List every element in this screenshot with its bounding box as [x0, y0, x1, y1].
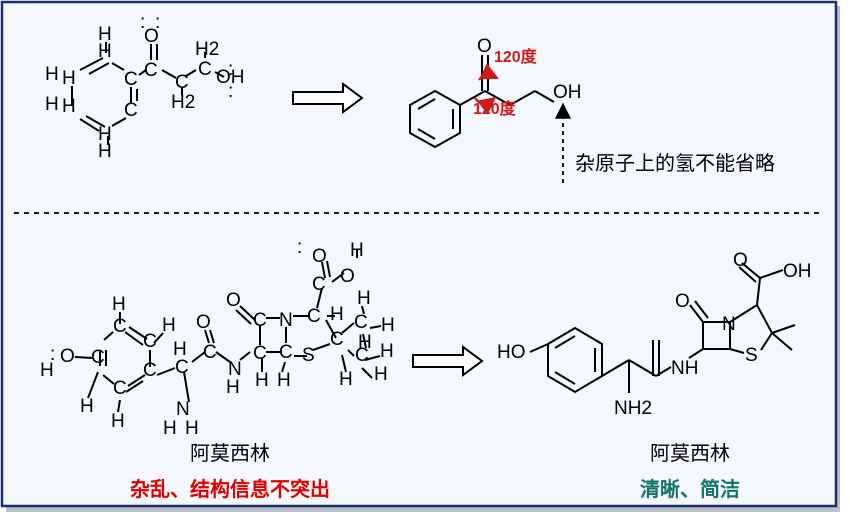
atom-label: OH [216, 67, 245, 88]
atom-label: C [144, 60, 158, 81]
atom-label: H [357, 288, 371, 309]
atom-label: H [173, 339, 187, 360]
atom-label: O [340, 266, 355, 287]
atom-label: H [163, 418, 177, 439]
atom-label: C [143, 331, 157, 352]
atom-label: C [253, 310, 267, 331]
lewis-atoms-top: H H H H H H H H C C C O : : C H2 C H2 OH… [45, 12, 245, 162]
lone-pair: : [297, 237, 302, 258]
atom-label: N [722, 314, 736, 335]
skeletal-structure-bottom [529, 262, 796, 394]
atom-label: S [302, 345, 315, 366]
angle-markers: 120度 120度 [473, 47, 538, 118]
atom-label: NH [671, 358, 698, 379]
atom-label: O [144, 26, 159, 47]
atom-label: NH2 [614, 398, 652, 419]
atom-label: H2 [195, 39, 219, 60]
atom-label: H [226, 377, 240, 398]
atom-label: C [354, 312, 368, 333]
atom-label: OH [783, 261, 812, 282]
atom-label: C [113, 378, 127, 399]
atom-label: O [196, 312, 211, 333]
atom-label: H [62, 96, 76, 117]
atom-label: H [339, 369, 353, 390]
atom-label: H [185, 418, 199, 439]
atom-label: C [124, 69, 138, 90]
atom-label: H [162, 315, 176, 336]
atom-label: C [307, 306, 321, 327]
angle-label-2: 120度 [473, 99, 517, 118]
atom-label: C [355, 345, 369, 366]
atom-label: C [279, 342, 293, 363]
atom-label: C [312, 274, 326, 295]
atom-label: H [380, 341, 394, 362]
atom-label: H [111, 411, 125, 432]
atom-label: OH [553, 82, 582, 103]
atom-label: H [98, 24, 112, 45]
atom-label: O [477, 36, 492, 57]
caption-bad: 杂乱、结构信息不突出 [130, 477, 330, 501]
atom-label: H [80, 396, 94, 417]
caption-good: 清晰、简洁 [640, 477, 740, 501]
lone-pair: : [228, 59, 233, 80]
atom-label: H [62, 68, 76, 89]
lewis-atoms-bottom: : O H C H C C C C H H H C H N H H C O N … [40, 237, 395, 439]
lone-pair: : [155, 12, 160, 33]
angle-label-1: 120度 [494, 47, 538, 66]
atom-label: S [745, 345, 758, 366]
atom-label: C [91, 347, 105, 368]
atom-label: C [253, 343, 267, 364]
lone-pair: : [228, 81, 233, 102]
atom-label: O [312, 246, 327, 267]
atom-label: H [277, 370, 291, 391]
atom-label: C [330, 329, 344, 350]
atom-label: O [60, 346, 75, 367]
figure-frame [0, 0, 838, 508]
atom-label: H [381, 315, 395, 336]
atom-label: N [279, 310, 293, 331]
atom-label: N [228, 359, 242, 380]
atom-label: C [113, 316, 127, 337]
skeletal-atoms-top: O OH [477, 36, 582, 103]
atom-label: C [175, 72, 189, 93]
skeletal-atoms-bottom: HO NH2 NH O N S O OH [497, 250, 812, 419]
atom-label: H [40, 360, 54, 381]
atom-label: H [98, 41, 112, 62]
atom-label: C [124, 100, 138, 121]
atom-label: H [330, 304, 344, 325]
atom-label: H2 [171, 92, 195, 113]
arrow-right-top [292, 82, 364, 114]
atom-label: H [255, 370, 269, 391]
atom-label: H [358, 332, 372, 353]
atom-label: H [112, 294, 126, 315]
atom-label: C [143, 360, 157, 381]
atom-label: C [175, 357, 189, 378]
atom-label: N [176, 399, 190, 420]
atom-label: H [374, 364, 388, 385]
atom-label: C [198, 59, 212, 80]
atom-label: H [98, 141, 112, 162]
atom-label: H [350, 240, 364, 261]
lewis-structure-top [71, 42, 225, 145]
atom-label: C [203, 342, 217, 363]
lewis-structure-bottom [74, 250, 382, 413]
atom-label: O [226, 290, 241, 311]
atom-label: O [675, 291, 690, 312]
compound-name-left: 阿莫西林 [190, 442, 270, 465]
lone-pair: : [140, 12, 145, 33]
atom-label: H [98, 124, 112, 145]
hydrogen-note: 杂原子上的氢不能省略 [575, 152, 775, 175]
lone-pair: : [50, 344, 55, 365]
atom-label: HO [497, 342, 526, 363]
compound-name-right: 阿莫西林 [650, 442, 730, 465]
atom-label: O [733, 250, 748, 271]
atom-label: H [45, 94, 59, 115]
atom-label: H [45, 64, 59, 85]
skeletal-structure-top [409, 55, 555, 149]
arrow-right-bottom [412, 345, 484, 377]
